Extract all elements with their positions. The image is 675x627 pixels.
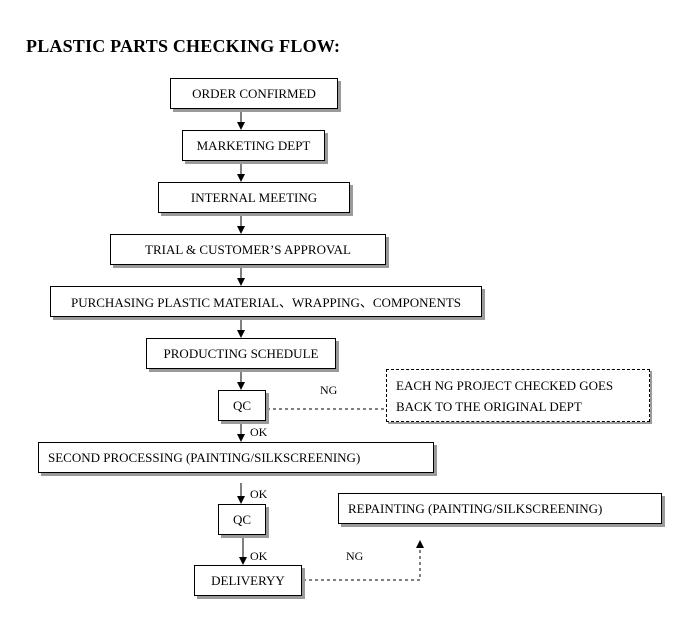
step-label: ORDER CONFIRMED <box>192 85 316 101</box>
step-repainting: REPAINTING (PAINTING/SILKSCREENING) <box>338 493 662 524</box>
ok-label-1: OK <box>250 425 268 439</box>
step-label: TRIAL & CUSTOMER’S APPROVAL <box>145 241 351 257</box>
step-label: PRODUCTING SCHEDULE <box>163 345 319 361</box>
ok-label-3: OK <box>250 549 268 563</box>
step-order-confirmed: ORDER CONFIRMED <box>170 78 338 109</box>
step-label: PURCHASING PLASTIC MATERIAL、WRAPPING、COM… <box>70 295 462 310</box>
step-internal-meeting: INTERNAL MEETING <box>158 182 350 213</box>
step-marketing-dept: MARKETING DEPT <box>182 130 325 161</box>
step-label: QC <box>232 397 252 413</box>
page-title: PLASTIC PARTS CHECKING FLOW: <box>26 36 341 56</box>
step-producting-schedule: PRODUCTING SCHEDULE <box>146 338 336 369</box>
step-label: REPAINTING (PAINTING/SILKSCREENING) <box>348 500 603 516</box>
step-delivery: DELIVERYY <box>194 565 302 596</box>
step-label: SECOND PROCESSING (PAINTING/SILKSCREENIN… <box>48 449 361 465</box>
step-purchasing: PURCHASING PLASTIC MATERIAL、WRAPPING、COM… <box>50 286 482 317</box>
step-second-processing: SECOND PROCESSING (PAINTING/SILKSCREENIN… <box>38 442 434 473</box>
ng-label-2: NG <box>346 549 364 563</box>
step-label: MARKETING DEPT <box>196 137 311 153</box>
ng-note-line-2: BACK TO THE ORIGINAL DEPT <box>396 399 582 414</box>
step-qc-2: QC <box>218 504 266 535</box>
ng-dashed-delivery <box>303 540 424 581</box>
ng-note-line-1: EACH NG PROJECT CHECKED GOES <box>396 378 614 393</box>
step-label: DELIVERYY <box>211 572 285 588</box>
ng-label-1: NG <box>320 383 338 397</box>
step-qc-1: QC <box>218 390 266 421</box>
step-label: QC <box>232 511 252 527</box>
step-label: INTERNAL MEETING <box>190 189 318 205</box>
step-trial-approval: TRIAL & CUSTOMER’S APPROVAL <box>110 234 386 265</box>
ng-note-box: EACH NG PROJECT CHECKED GOES BACK TO THE… <box>386 369 650 422</box>
ok-label-2: OK <box>250 487 268 501</box>
